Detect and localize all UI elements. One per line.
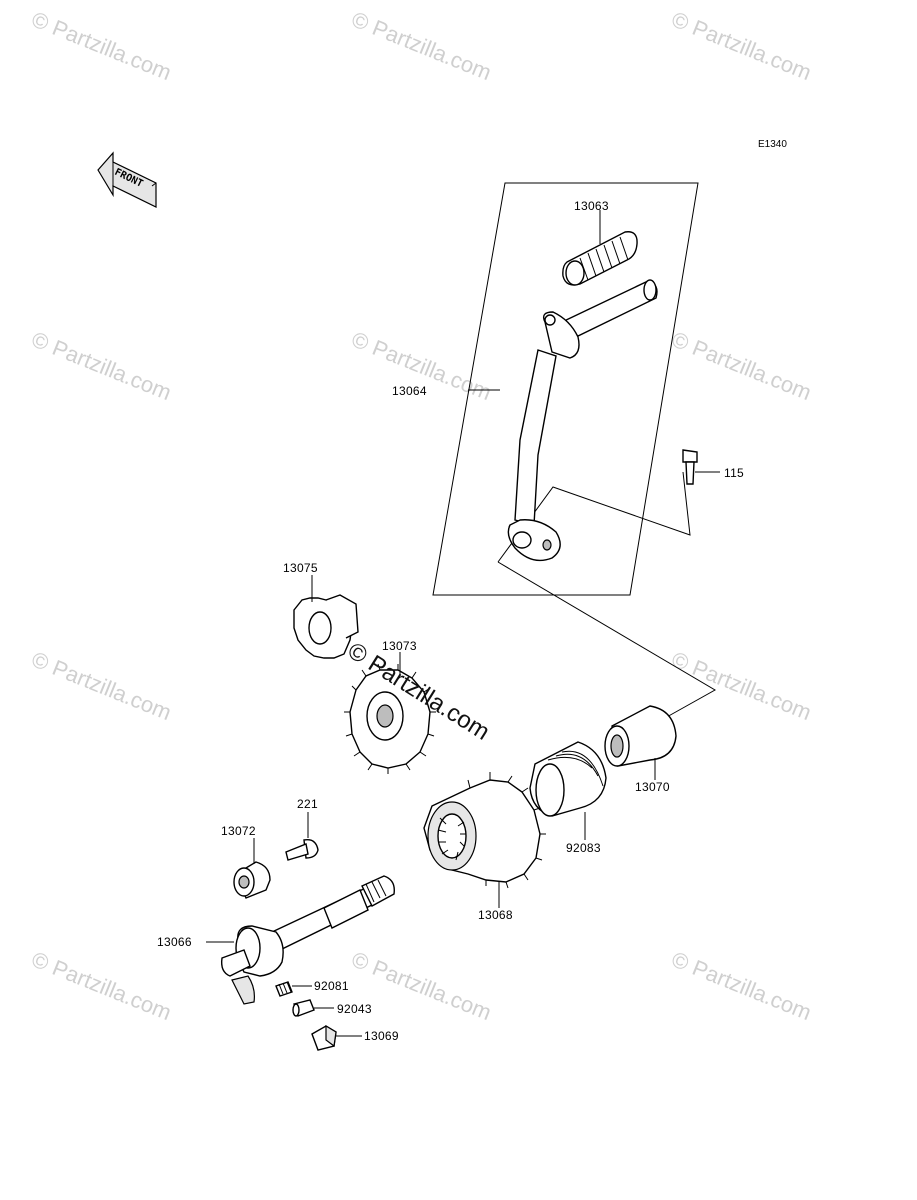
- collar: [604, 705, 677, 780]
- part-number-label: 92083: [566, 841, 601, 855]
- part-number-label: 13075: [283, 561, 318, 575]
- part-number-label: 115: [724, 466, 744, 480]
- kick-pedal-assembly: [468, 279, 658, 562]
- bolt: [682, 449, 720, 485]
- watermark: © Partzilla.com: [668, 946, 815, 1025]
- part-number-label: 13063: [574, 199, 609, 213]
- gear-small: [293, 575, 359, 659]
- watermark: © Partzilla.com: [348, 6, 495, 85]
- part-number-label: 13064: [392, 384, 427, 398]
- bushing: [233, 838, 271, 899]
- kick-gear: [423, 772, 546, 908]
- watermark: © Partzilla.com: [28, 946, 175, 1025]
- watermark: © Partzilla.com: [28, 6, 175, 85]
- watermark: © Partzilla.com: [668, 646, 815, 725]
- part-number-label: 13066: [157, 935, 192, 949]
- part-number-label: 13073: [382, 639, 417, 653]
- part-number-label: 92081: [314, 979, 349, 993]
- stopper: [311, 1024, 362, 1051]
- watermark-grid: © Partzilla.com © Partzilla.com © Partzi…: [28, 6, 815, 1025]
- reference-code: E1340: [758, 139, 787, 150]
- leader-line: [497, 561, 717, 719]
- front-arrow-icon: FRONT: [97, 151, 157, 208]
- watermark: © Partzilla.com: [28, 646, 175, 725]
- part-number-label: 13069: [364, 1029, 399, 1043]
- part-number-label: 221: [297, 797, 318, 811]
- screw: [285, 812, 319, 861]
- part-number-label: 13070: [635, 780, 670, 794]
- gear-idle: [344, 652, 436, 774]
- spring-small: [275, 981, 312, 997]
- watermark: © Partzilla.com: [668, 326, 815, 405]
- spring: [529, 741, 607, 840]
- watermark: © Partzilla.com: [28, 326, 175, 405]
- watermark: © Partzilla.com: [668, 6, 815, 85]
- part-number-label: 13072: [221, 824, 256, 838]
- pin: [292, 999, 334, 1017]
- assembly-frame: [432, 182, 699, 596]
- kick-shaft: [206, 875, 395, 1005]
- part-number-label: 13068: [478, 908, 513, 922]
- part-number-label: 92043: [337, 1002, 372, 1016]
- kick-pedal-rubber: [562, 210, 638, 286]
